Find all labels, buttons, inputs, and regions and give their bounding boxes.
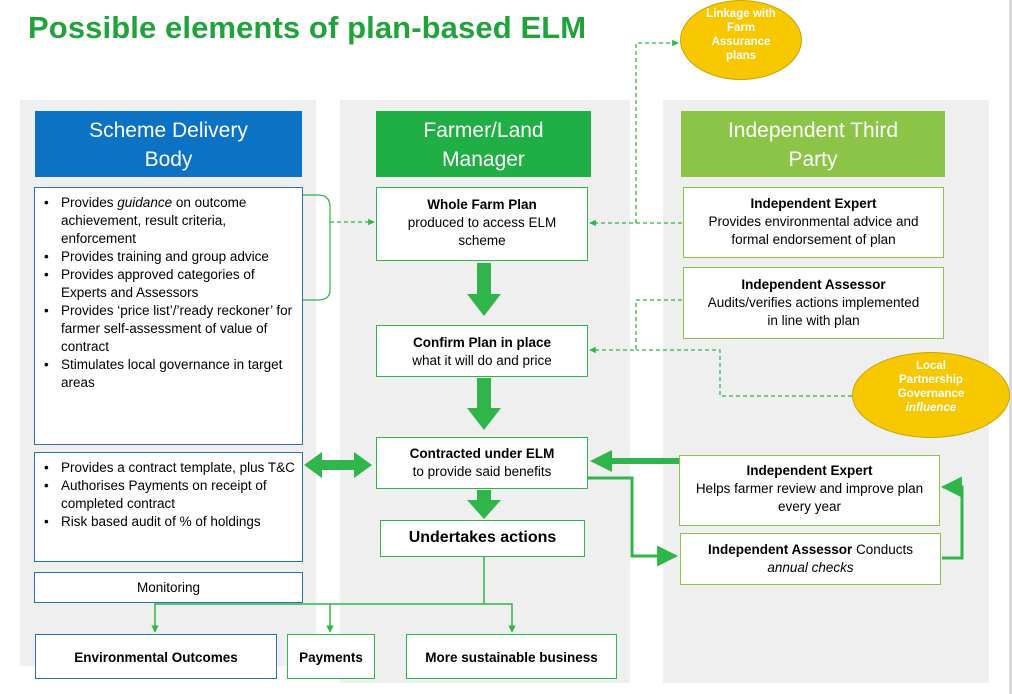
independent-assessor-audit-box: Independent Assessor Audits/verifies act…: [683, 267, 944, 339]
confirm-plan-body: what it will do and price: [412, 353, 552, 368]
contracted-title: Contracted under ELM: [409, 446, 555, 461]
expert-review-to-contract-arrow: [590, 450, 679, 472]
contract-item-audit: Risk based audit of % of holdings: [44, 513, 296, 531]
header-independent-third-party: Independent Third Party: [681, 111, 945, 177]
page-edge-divider: [1009, 0, 1012, 694]
local-governance-label: Local Partnership Governance: [897, 360, 965, 400]
confirm-plan-box: Confirm Plan in place what it will do an…: [376, 325, 588, 377]
expert-review-title: Independent Expert: [746, 463, 873, 478]
linkage-label: Linkage with Farm Assurance plans: [706, 8, 776, 62]
payments-box: Payments: [287, 634, 375, 679]
assessor-audit-body: Audits/verifies actions implemented in l…: [707, 295, 920, 328]
header-scheme-delivery-body: Scheme Delivery Body: [35, 111, 302, 177]
duty-item-guidance: Provides guidance on outcome achievement…: [44, 194, 296, 248]
arrow-wfp-to-confirm: [467, 263, 501, 316]
contract-item-template: Provides a contract template, plus T&C: [44, 459, 296, 477]
independent-expert-review-box: Independent Expert Helps farmer review a…: [679, 455, 940, 526]
contract-item-payments: Authorises Payments on receipt of comple…: [44, 477, 296, 513]
assessor-to-confirm-dashed-arrow: [589, 299, 682, 354]
undertakes-actions-box: Undertakes actions: [380, 520, 585, 557]
arrow-confirm-to-contract: [467, 378, 501, 430]
whole-farm-plan-box: Whole Farm Plan produced to access ELM s…: [376, 187, 588, 261]
confirm-plan-title: Confirm Plan in place: [412, 335, 552, 350]
header-scheme-delivery-body-label: Scheme Delivery Body: [89, 119, 248, 171]
whole-farm-plan-title: Whole Farm Plan: [427, 197, 537, 212]
expert-advice-title: Independent Expert: [750, 196, 877, 211]
monitoring-box: Monitoring: [34, 572, 303, 603]
flow-arrows-down: [467, 263, 501, 519]
contract-double-arrow: [304, 452, 372, 478]
header-farmer-land-manager-label: Farmer/Land Manager: [423, 119, 544, 171]
more-sustainable-business-box: More sustainable business: [406, 634, 617, 679]
independent-assessor-annual-box: Independent Assessor Conducts annual che…: [680, 533, 941, 585]
assessor-to-expert-loop-arrow: [940, 476, 964, 560]
contract-to-assessor-arrow: [588, 476, 679, 567]
duty-item-categories: Provides approved categories of Experts …: [44, 266, 296, 302]
guidance-bracket: [303, 194, 331, 301]
linkage-farm-assurance-ellipse: Linkage with Farm Assurance plans: [680, 0, 802, 80]
page-title: Possible elements of plan-based ELM: [28, 10, 587, 45]
outcome-distribution-lines: [151, 557, 516, 633]
duty-item-training: Provides training and group advice: [44, 248, 296, 266]
contracted-under-elm-box: Contracted under ELM to provide said ben…: [376, 437, 588, 489]
contract-duties-box: Provides a contract template, plus T&C A…: [34, 452, 303, 562]
assessor-annual-text: Independent Assessor Conducts annual che…: [707, 542, 914, 575]
local-governance-influence: influence: [905, 402, 957, 414]
contracted-body: to provide said benefits: [412, 464, 552, 479]
assessor-audit-title: Independent Assessor: [741, 277, 886, 292]
local-partnership-governance-ellipse: Local Partnership Governance influence: [852, 352, 1010, 438]
expert-review-body: Helps farmer review and improve plan eve…: [695, 481, 924, 514]
duty-item-price-list: Provides ‘price list’/’ready reckoner’ f…: [44, 302, 296, 356]
scheme-delivery-duties-box: Provides guidance on outcome achievement…: [34, 187, 303, 445]
arrow-contract-to-undertakes: [467, 490, 501, 519]
wfp-to-linkage-dashed-arrow: [635, 39, 679, 223]
duty-item-local-governance: Stimulates local governance in target ar…: [44, 356, 296, 392]
independent-expert-advice-box: Independent Expert Provides environmenta…: [683, 187, 944, 258]
environmental-outcomes-box: Environmental Outcomes: [35, 634, 277, 679]
header-independent-third-party-label: Independent Third Party: [727, 119, 899, 171]
expert-advice-body: Provides environmental advice and formal…: [708, 214, 919, 247]
whole-farm-plan-body: produced to access ELM scheme: [407, 215, 557, 248]
governance-to-confirm-dashed-line: [636, 349, 852, 397]
header-farmer-land-manager: Farmer/Land Manager: [376, 111, 591, 177]
